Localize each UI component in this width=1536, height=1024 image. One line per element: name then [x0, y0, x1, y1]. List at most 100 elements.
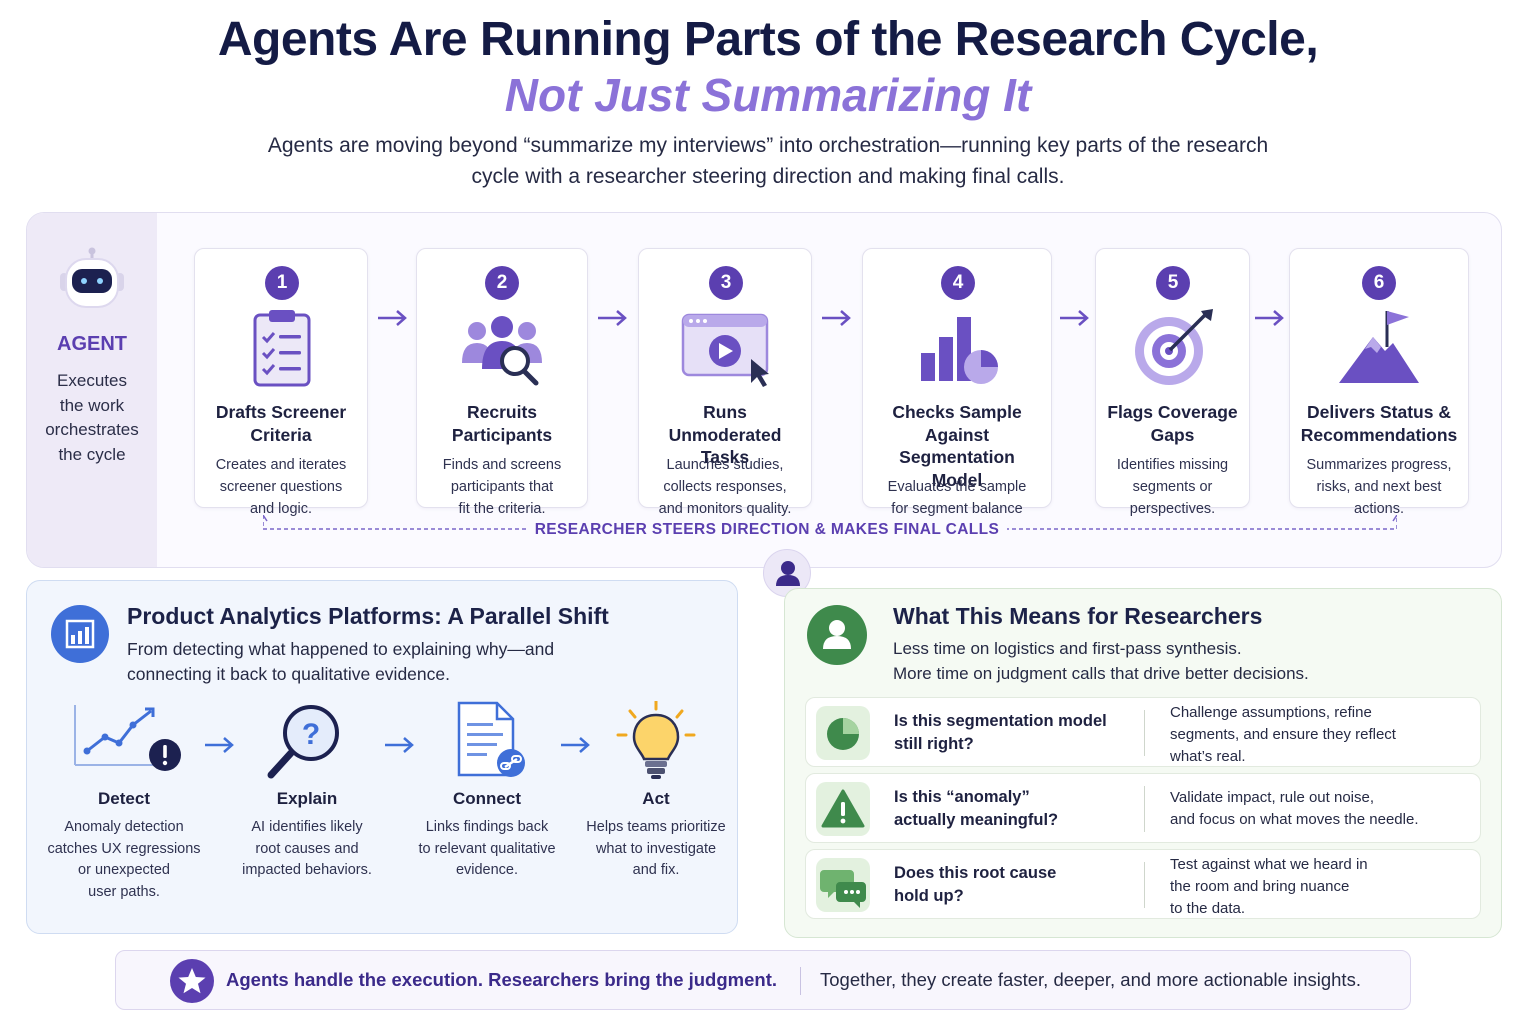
step-desc-line: for segment balance: [891, 501, 1023, 517]
answer-line: Challenge assumptions, refine: [1170, 704, 1372, 721]
agent-label: AGENT: [57, 333, 127, 355]
question-line: actually meaningful?: [894, 811, 1059, 829]
arrow-right-icon: [1058, 308, 1092, 328]
step-desc-line: actions.: [1354, 501, 1404, 517]
step-desc-line: risks, and next best: [1316, 479, 1442, 495]
question-line: Is this “anomaly”: [894, 788, 1030, 806]
agent-cycle-panel: AGENT Executes the work orchestrates the…: [26, 212, 1502, 597]
question-text: Is this “anomaly” actually meaningful?: [894, 786, 1134, 832]
step-number-badge: 2: [485, 266, 519, 300]
step-title-line: Flags Coverage: [1107, 402, 1238, 422]
step-desc-line: fit the criteria.: [458, 501, 546, 517]
step-title: Flags Coverage Gaps: [1104, 401, 1241, 446]
question-text: Does this root cause hold up?: [894, 862, 1134, 908]
page-subtitle: Not Just Summarizing It: [504, 69, 1032, 121]
researchers-subtitle: Less time on logistics and first-pass sy…: [893, 637, 1453, 686]
detect-title: Detect: [98, 789, 150, 808]
footer-text: Together, they create faster, deeper, an…: [820, 969, 1361, 990]
step-desc-line: Summarizes progress,: [1306, 457, 1452, 473]
step-desc-line: and logic.: [249, 501, 313, 517]
step-title-line: Gaps: [1150, 424, 1195, 445]
analytics-chart-icon: [51, 605, 109, 663]
step-title-line: Model: [931, 469, 983, 490]
step-desc-line: segments or: [1132, 479, 1213, 495]
act-description: Helps teams prioritize what to investiga…: [571, 817, 741, 882]
analytics-sub-line: connecting it back to qualitative eviden…: [127, 663, 450, 684]
clipboard-checklist-icon: [231, 307, 331, 389]
step-title-line: Recommendations: [1300, 424, 1458, 445]
answer-line: and focus on what moves the needle.: [1170, 811, 1419, 828]
step-desc-line: Finds and screens: [442, 457, 562, 473]
question-line: still right?: [894, 735, 974, 753]
analytics-sub-line: From detecting what happened to explaini…: [127, 639, 555, 659]
step-desc-line: screener questions: [219, 479, 343, 495]
arrow-right-icon: [559, 735, 593, 755]
divider: [1144, 786, 1145, 832]
stage-desc-line: or unexpected: [78, 862, 170, 878]
agent-desc-line: Executes: [57, 371, 127, 390]
feedback-loop-label: RESEARCHER STEERS DIRECTION & MAKES FINA…: [527, 521, 1007, 539]
step-card-6: 6 Delivers Status & Recommendations Summ…: [1289, 248, 1469, 517]
question-row: Is this segmentation model still right? …: [805, 697, 1481, 767]
researcher-avatar-icon: [763, 549, 811, 597]
step-desc-line: and monitors quality.: [658, 501, 792, 517]
footer-headline: Agents handle the execution. Researchers…: [226, 969, 777, 990]
agent-desc-line: orchestrates: [45, 420, 139, 439]
step-card-3: 3 Runs Unmoderated Tasks Launches studie…: [638, 248, 812, 517]
intro-line: Agents are moving beyond “summarize my i…: [267, 134, 1269, 157]
intro-line: cycle with a researcher steering directi…: [471, 165, 1065, 188]
stage-desc-line: what to investigate: [595, 840, 717, 857]
arrow-right-icon: [1253, 308, 1287, 328]
step-number-badge: 1: [265, 266, 299, 300]
mountain-flag-icon: [1329, 307, 1429, 389]
bar-pie-chart-icon: [907, 307, 1007, 389]
step-number-badge: 3: [709, 266, 743, 300]
stage-desc-line: Anomaly detection: [64, 819, 184, 835]
step-card-2: 2 Recruits Participants Finds and screen…: [416, 248, 588, 517]
agent-desc-line: the work: [59, 395, 125, 415]
step-description: Launches studies, collects responses, an…: [649, 454, 801, 520]
connect-description: Links findings back to relevant qualitat…: [402, 817, 572, 882]
robot-icon: [55, 247, 129, 313]
stage-desc-line: root causes and: [255, 840, 359, 857]
warning-triangle-icon: [816, 782, 870, 836]
divider: [1144, 710, 1145, 756]
step-card-1: 1 Drafts Screener Criteria Creates and i…: [194, 248, 368, 517]
step-title-line: Participants: [451, 424, 553, 445]
answer-text: Validate impact, rule out noise, and foc…: [1170, 787, 1470, 831]
intro-text: Agents are moving beyond “summarize my i…: [200, 130, 1336, 192]
step-card-5: 5 Flags Coverage Gaps Identifies missing…: [1095, 248, 1250, 517]
svg-text:?: ?: [302, 718, 320, 751]
step-title-line: Against Segmentation: [899, 424, 1015, 468]
step-title-line: Criteria: [250, 424, 312, 445]
answer-text: Challenge assumptions, refine segments, …: [1170, 702, 1470, 768]
step-desc-line: Evaluates the sample: [887, 479, 1027, 495]
step-title-line: Recruits: [466, 402, 538, 422]
step-title: Delivers Status & Recommendations: [1298, 401, 1460, 446]
question-row: Does this root cause hold up? Test again…: [805, 849, 1481, 919]
step-title: Runs Unmoderated Tasks: [647, 401, 803, 469]
divider: [1144, 862, 1145, 908]
arrow-right-icon: [376, 308, 410, 328]
question-line: hold up?: [894, 887, 964, 905]
step-desc-line: collects responses,: [663, 479, 787, 495]
step-title-line: Runs Unmoderated: [668, 402, 782, 445]
researchers-sub-line: More time on judgment calls that drive b…: [893, 663, 1309, 683]
stage-desc-line: Links findings back: [425, 819, 549, 835]
arrow-right-icon: [596, 308, 630, 328]
step-desc-line: Launches studies,: [666, 457, 784, 473]
stage-desc-line: evidence.: [455, 862, 519, 878]
answer-line: to the data.: [1170, 900, 1246, 917]
lightbulb-icon: [602, 701, 712, 781]
stage-desc-line: catches UX regressions: [47, 840, 201, 857]
step-description: Summarizes progress, risks, and next bes…: [1300, 454, 1458, 520]
document-link-icon: [433, 701, 543, 781]
analytics-subtitle: From detecting what happened to explaini…: [127, 637, 687, 686]
step-description: Creates and iterates screener questions …: [205, 454, 357, 520]
connect-title: Connect: [453, 789, 521, 808]
question-line: Does this root cause: [894, 864, 1057, 882]
step-desc-line: participants that: [450, 479, 554, 495]
step-number-badge: 6: [1362, 266, 1396, 300]
answer-line: segments, and ensure they reflect: [1170, 726, 1396, 743]
step-desc-line: Creates and iterates: [215, 457, 347, 473]
